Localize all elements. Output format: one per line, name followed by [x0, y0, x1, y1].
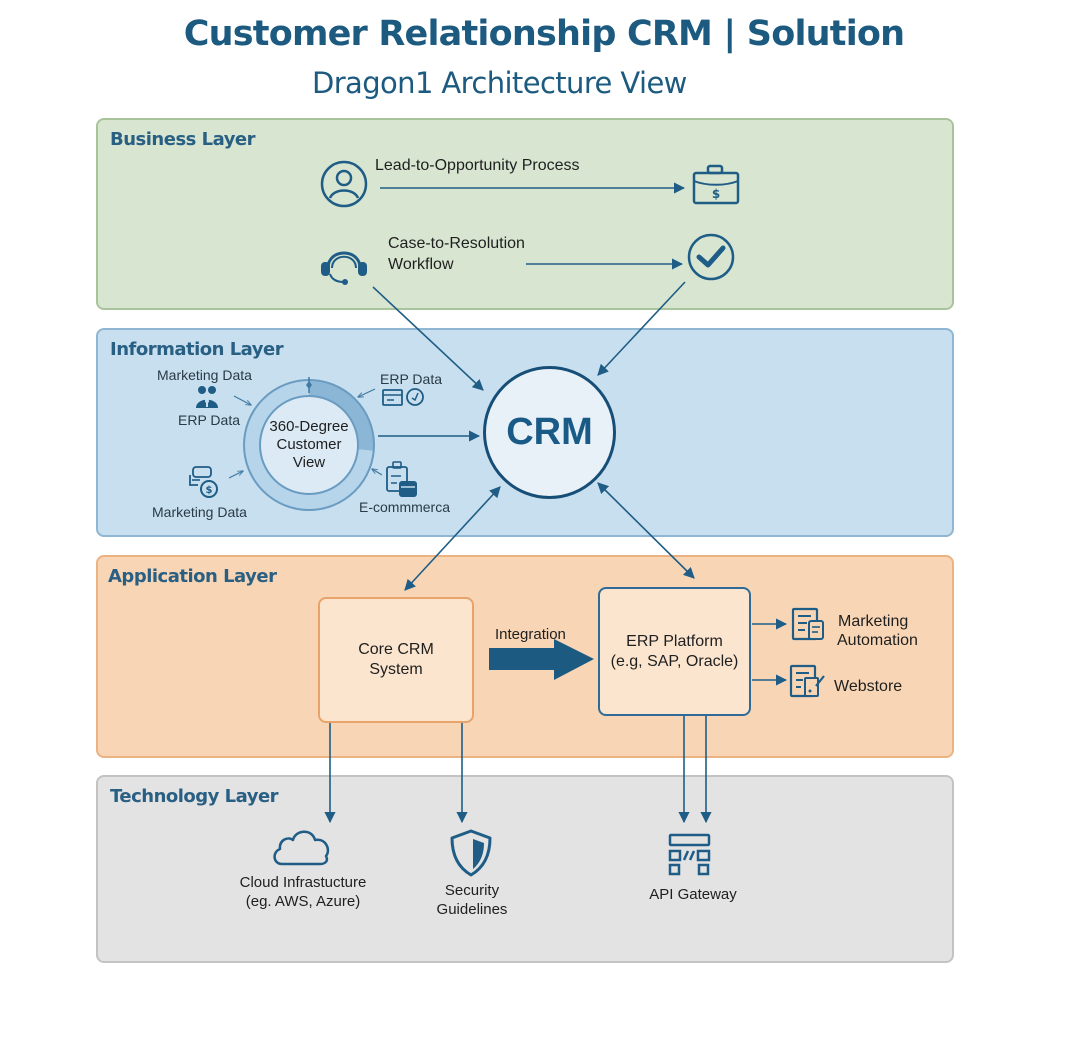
- output-label-webstore: Webstore: [834, 678, 903, 695]
- business-layer-title: Business Layer: [110, 129, 256, 150]
- application-layer-title: Application Layer: [108, 566, 277, 587]
- tech-label-security-line2: Guidelines: [436, 901, 508, 918]
- users-icon: [196, 386, 218, 408]
- tech-label-cloud-line2: (eg. AWS, Azure): [245, 893, 361, 910]
- user-circle-icon: [320, 160, 368, 208]
- hub-label-line1: 360-Degree: [269, 418, 349, 435]
- hub-label-line2: Customer: [276, 436, 342, 453]
- page-title: Customer Relationship CRM | Solution: [183, 14, 905, 54]
- headset-icon: [321, 251, 367, 285]
- source-label-erp-data: ERP Data: [178, 412, 240, 428]
- check-circle-icon: [687, 233, 735, 281]
- output-label-marketing-line1: Marketing: [838, 613, 909, 630]
- arrow-erp-to-hub: [358, 388, 376, 397]
- tech-label-security-line1: Security: [444, 882, 500, 899]
- technology-layer-title: Technology Layer: [110, 786, 279, 807]
- output-label-marketing-line2: Automation: [837, 632, 918, 649]
- integration-label: Integration: [495, 626, 566, 643]
- api-gateway-icon: [668, 833, 711, 876]
- technology-layer: [96, 775, 954, 963]
- database-cart-icon: [386, 461, 417, 497]
- source-label-ecommerce: E-commmerca: [359, 499, 451, 515]
- information-layer-title: Information Layer: [110, 339, 284, 360]
- page-subtitle: Dragon1 Architecture View: [312, 66, 687, 100]
- arrow-check-to-crm: [597, 281, 686, 376]
- integration-arrow: [489, 639, 594, 680]
- business-layer: [96, 118, 954, 310]
- customer-view-hub[interactable]: 360-Degree Customer View: [259, 395, 359, 495]
- tech-label-cloud: Cloud Infrastucture (eg. AWS, Azure): [230, 873, 376, 911]
- cloud-icon: [273, 830, 330, 866]
- process-label-case-line1: Case-to-Resolution: [388, 235, 525, 252]
- hub-label-line3: View: [292, 454, 326, 471]
- ring-marker-icon: [306, 377, 312, 393]
- shield-icon: [450, 829, 492, 877]
- arrow-marketing-to-hub: [233, 395, 251, 405]
- document-edit-icon: [789, 664, 825, 698]
- core-crm-line2: System: [369, 661, 423, 678]
- core-crm-line1: Core CRM: [358, 641, 434, 658]
- process-label-case-line2: Workflow: [388, 256, 454, 273]
- arrow-crm-core: [404, 486, 501, 591]
- source-label-marketing-data: Marketing Data: [157, 367, 252, 383]
- erp-line1: ERP Platform: [626, 632, 723, 650]
- source-label-marketing-data-2: Marketing Data: [152, 504, 247, 520]
- core-crm-system-box[interactable]: Core CRM System: [318, 597, 474, 723]
- erp-line2: (e.g, SAP, Oracle): [610, 652, 739, 670]
- arrow-marketing2-to-hub: [228, 471, 243, 479]
- tech-label-cloud-line1: Cloud Infrastucture: [239, 874, 367, 891]
- arrow-crm-erp: [597, 482, 695, 579]
- document-list-icon: [791, 607, 824, 641]
- tech-label-api-gateway: API Gateway: [649, 886, 737, 903]
- erp-platform-box[interactable]: ERP Platform (e.g, SAP, Oracle): [598, 587, 751, 716]
- svg-text:$: $: [712, 187, 720, 201]
- form-clock-icon: [382, 388, 424, 406]
- briefcase-dollar-icon: $: [692, 164, 740, 205]
- arrow-ecommerce-to-hub: [372, 469, 383, 476]
- svg-text:$: $: [206, 485, 213, 496]
- process-label-lead-to-opportunity: Lead-to-Opportunity Process: [375, 157, 580, 174]
- tech-label-security: Security Guidelines: [420, 881, 524, 919]
- arrow-headset-to-crm: [372, 286, 484, 391]
- source-label-erp-data-2: ERP Data: [380, 371, 442, 387]
- crm-hub[interactable]: CRM: [483, 366, 616, 499]
- chat-dollar-icon: $: [189, 466, 218, 498]
